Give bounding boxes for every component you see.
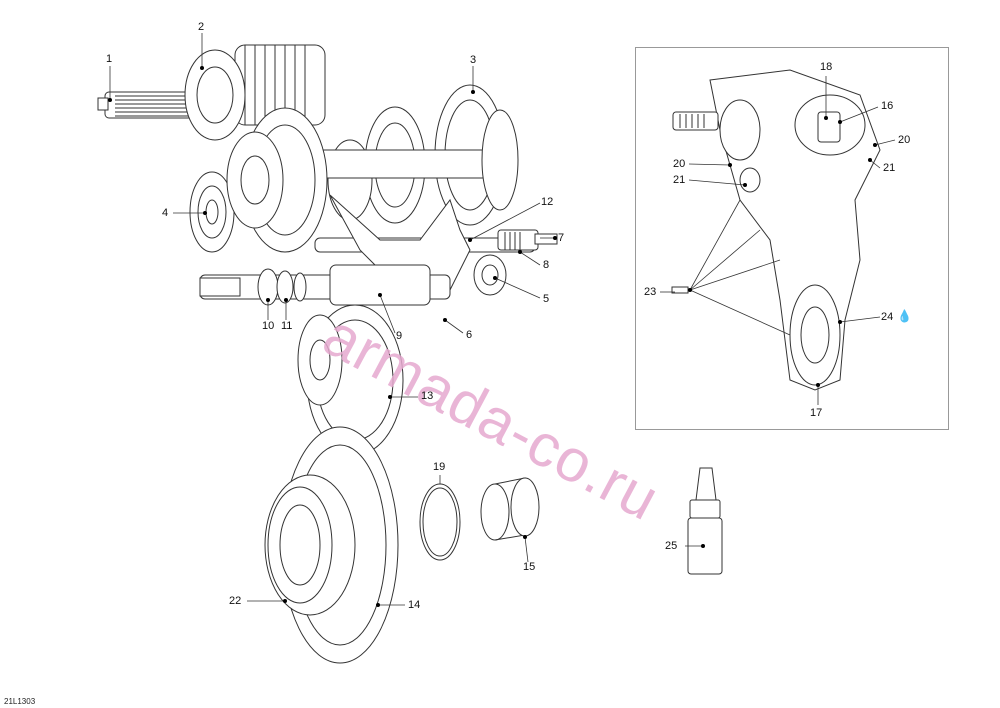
cluster-gears	[309, 84, 519, 226]
shift-assembly	[314, 194, 558, 296]
callout-16: 16	[881, 100, 894, 112]
callout-13: 13	[421, 390, 434, 402]
sleeve	[480, 477, 540, 541]
callout-5: 5	[543, 293, 550, 305]
middle-gear	[226, 107, 328, 253]
callout-6: 6	[466, 329, 473, 341]
callout-2: 2	[198, 21, 205, 33]
output-shaft	[199, 264, 451, 306]
callout-12: 12	[541, 196, 554, 208]
oil-drop-icon: 💧	[897, 309, 912, 323]
leader-dots	[108, 66, 877, 607]
o-ring	[419, 483, 461, 561]
callout-17: 17	[810, 407, 823, 419]
leader-lines	[109, 33, 896, 606]
callout-10: 10	[262, 320, 275, 332]
callout-15: 15	[523, 561, 536, 573]
callout-8: 8	[543, 259, 550, 271]
ring-gear	[264, 426, 399, 664]
callout-14: 14	[408, 599, 421, 611]
callout-4: 4	[162, 207, 169, 219]
lower-gear	[297, 304, 404, 456]
callout-23: 23	[644, 286, 657, 298]
callout-1: 1	[106, 53, 113, 65]
callout-21-right: 21	[883, 162, 896, 174]
top-gear	[184, 44, 326, 141]
callout-20-left: 20	[673, 158, 686, 170]
callout-21-left: 21	[673, 174, 686, 186]
sealant-tube	[687, 467, 723, 575]
callout-19: 19	[433, 461, 446, 473]
callout-3: 3	[470, 54, 477, 66]
callout-11: 11	[281, 320, 293, 332]
transfer-case-housing	[671, 69, 881, 391]
callout-24: 24	[881, 311, 894, 323]
inset-frame	[635, 47, 949, 430]
callout-7: 7	[558, 232, 565, 244]
callout-9: 9	[396, 330, 403, 342]
callout-18: 18	[820, 61, 833, 73]
figure-code: 21L1303	[4, 697, 36, 706]
callout-25: 25	[665, 540, 678, 552]
callout-22: 22	[229, 595, 242, 607]
callout-20-right: 20	[898, 134, 911, 146]
